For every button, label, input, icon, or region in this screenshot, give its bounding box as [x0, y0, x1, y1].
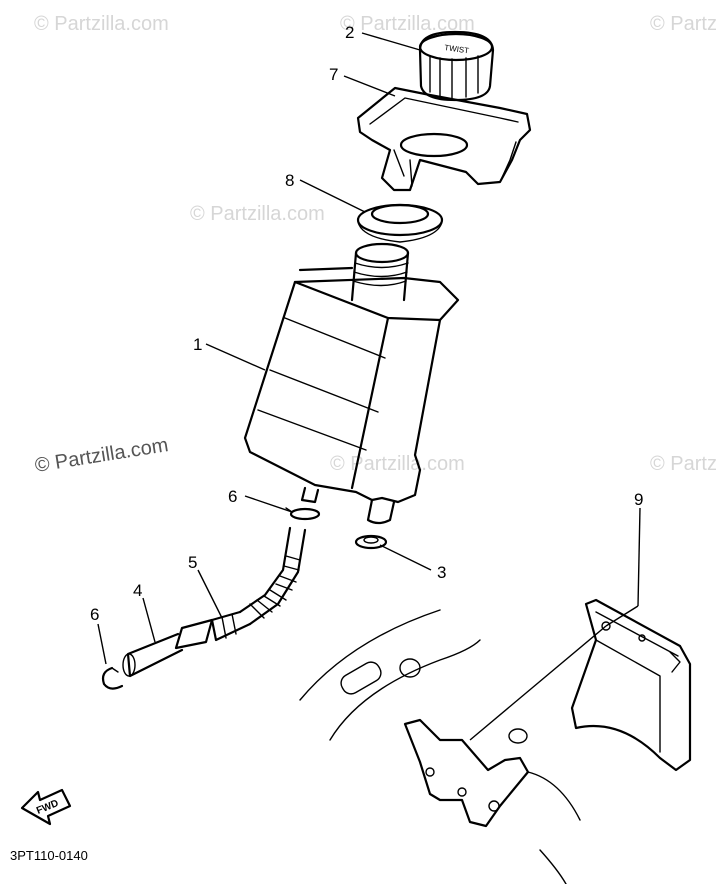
callout-labels: 2 7 8 1 6 3 5 4 6 9: [90, 23, 643, 624]
pipe-part[interactable]: [122, 618, 214, 678]
clip-lower-part[interactable]: [101, 666, 124, 690]
watermark-3: © Partzilla.com: [650, 13, 716, 35]
watermark-5: © Partzilla.com: [330, 453, 465, 475]
clip-upper-part[interactable]: [285, 507, 321, 521]
frame-outline: [299, 609, 581, 885]
diagram-code: 3PT110-0140: [10, 848, 88, 863]
watermark-2: © Partzilla.com: [340, 13, 475, 35]
hose-part[interactable]: [210, 526, 307, 642]
stay-part[interactable]: [570, 598, 692, 772]
callout-tank[interactable]: 1: [193, 335, 202, 354]
cap-text: TWIST: [444, 43, 470, 55]
leader-lines: [97, 32, 641, 741]
callout-hose[interactable]: 5: [188, 553, 197, 572]
seal-part[interactable]: [356, 203, 444, 243]
bracket-part[interactable]: [356, 86, 532, 192]
callout-seal[interactable]: 8: [285, 171, 294, 190]
callout-clip-lower[interactable]: 6: [90, 605, 99, 624]
callout-bracket[interactable]: 7: [329, 65, 338, 84]
callout-clip-upper[interactable]: 6: [228, 487, 237, 506]
callout-grommet[interactable]: 3: [437, 563, 446, 582]
callout-stay[interactable]: 9: [634, 490, 643, 509]
cap-part[interactable]: TWIST: [418, 30, 495, 102]
watermark-4: © Partzilla.com: [190, 203, 325, 225]
watermark-7: © Partzilla.com: [33, 434, 170, 477]
grommet-part[interactable]: [354, 534, 388, 550]
watermark-1: © Partzilla.com: [34, 13, 169, 35]
fwd-label: FWD: [35, 798, 60, 817]
watermark-6: © Partzilla.com: [650, 453, 716, 475]
callout-cap[interactable]: 2: [345, 23, 354, 42]
callout-pipe[interactable]: 4: [133, 581, 142, 600]
fwd-arrow: FWD: [20, 788, 72, 826]
tank-part[interactable]: [243, 242, 460, 525]
